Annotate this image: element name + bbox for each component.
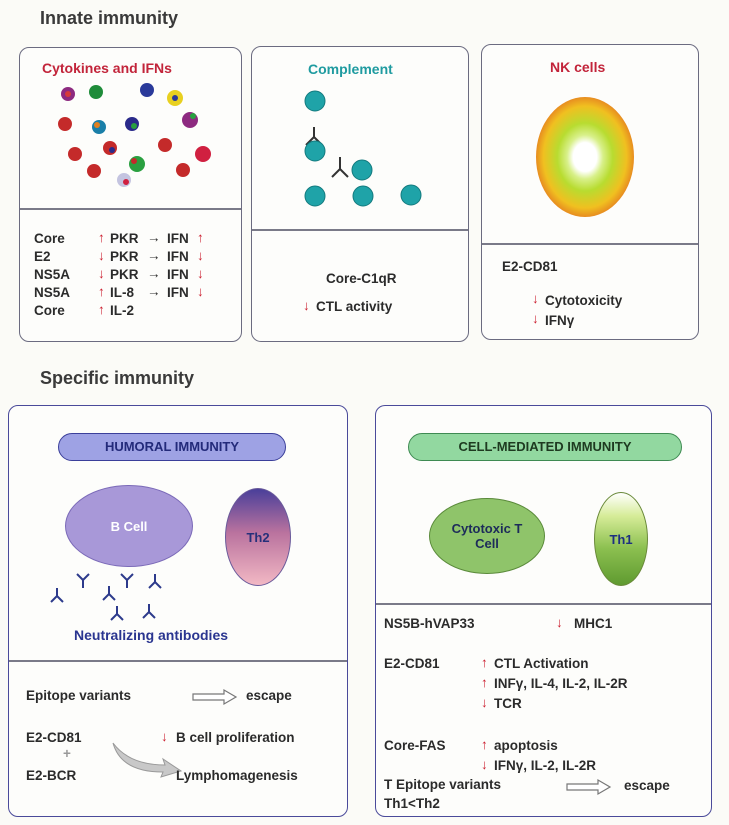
up-arrow-icon: ↑ <box>98 302 105 317</box>
cyto-row2-right: IFN <box>167 249 189 264</box>
down-arrow-icon: ↓ <box>303 298 310 313</box>
cell-mediated-panel: CELL-MEDIATED IMMUNITY Cytotoxic T Cell … <box>375 405 712 817</box>
down-arrow-icon: ↓ <box>532 291 539 306</box>
right-arrow-icon: → <box>147 248 161 263</box>
neutralizing-antibodies-label: Neutralizing antibodies <box>74 627 229 643</box>
up-arrow-icon: ↑ <box>98 230 105 245</box>
innate-immunity-heading: Innate immunity <box>40 8 179 28</box>
cyto-row3-left: NS5A <box>34 267 71 282</box>
b-cell-proliferation-label: B cell proliferation <box>176 730 295 745</box>
escape-label: escape <box>246 688 292 703</box>
cyto-row5-mid: IL-2 <box>110 303 135 318</box>
plus-sign: + <box>63 746 71 761</box>
curved-arrow-icon <box>112 742 183 778</box>
up-arrow-icon: ↑ <box>481 737 488 752</box>
cyto-row5-left: Core <box>34 303 65 318</box>
open-arrow-icon <box>192 688 238 706</box>
up-arrow-icon: ↑ <box>98 284 105 299</box>
t-epitope-variants-label: T Epitope variants <box>384 777 502 792</box>
ns5b-hvap33-label: NS5B-hVAP33 <box>384 616 475 631</box>
ctl-activity-label: CTL activity <box>316 299 393 314</box>
humoral-e2cd81-label: E2-CD81 <box>26 730 82 745</box>
ctl-activation-label: CTL Activation <box>494 656 589 671</box>
down-arrow-icon: ↓ <box>532 311 539 326</box>
humoral-immunity-pill: HUMORAL IMMUNITY <box>58 433 286 461</box>
nk-cell-graphic <box>536 97 634 217</box>
lymphomagenesis-label: Lymphomagenesis <box>176 768 298 783</box>
infg-cytokines-label: INFγ, IL-4, IL-2, IL-2R <box>494 676 628 691</box>
core-c1qr-label: Core-C1qR <box>326 271 397 286</box>
cyto-row4-right: IFN <box>167 285 189 300</box>
cytokines-title: Cytokines and IFNs <box>42 60 172 76</box>
specific-immunity-heading: Specific immunity <box>40 368 195 388</box>
right-arrow-icon: → <box>147 284 161 299</box>
cyto-row3-mid: PKR <box>110 267 139 282</box>
cytotoxic-t-cell: Cytotoxic T Cell <box>429 498 545 574</box>
down-arrow-icon: ↓ <box>197 248 204 263</box>
core-fas-label: Core-FAS <box>384 738 446 753</box>
cyto-row1-mid: PKR <box>110 231 139 246</box>
cytokines-divider <box>20 208 241 210</box>
ifng-cytokines-label: IFNγ, IL-2, IL-2R <box>494 758 597 773</box>
cyto-row2-left: E2 <box>34 249 51 264</box>
cytokines-panel: Cytokines and IFNs Core ↑ PKR → IFN ↑ E2… <box>19 47 242 342</box>
complement-panel: Complement Core-C1qR ↓ CTL activity <box>251 46 469 342</box>
down-arrow-icon: ↓ <box>98 266 105 281</box>
apoptosis-label: apoptosis <box>494 738 558 753</box>
nk-divider <box>482 243 698 245</box>
th1-th2-label: Th1<Th2 <box>384 796 440 811</box>
down-arrow-icon: ↓ <box>161 729 168 744</box>
complement-divider <box>252 229 468 231</box>
down-arrow-icon: ↓ <box>197 266 204 281</box>
cytokine-dots <box>58 83 211 187</box>
down-arrow-icon: ↓ <box>556 615 563 630</box>
complement-title: Complement <box>308 61 393 77</box>
epitope-variants-label: Epitope variants <box>26 688 132 703</box>
cyto-row3-right: IFN <box>167 267 189 282</box>
nk-cells-title: NK cells <box>550 59 606 75</box>
th2-cell: Th2 <box>225 488 291 586</box>
cytotoxicity-label: Cytotoxicity <box>545 293 623 308</box>
down-arrow-icon: ↓ <box>481 757 488 772</box>
cell-mediated-immunity-pill: CELL-MEDIATED IMMUNITY <box>408 433 682 461</box>
antibody-icons <box>50 573 162 621</box>
up-arrow-icon: ↑ <box>197 230 204 245</box>
open-arrow-icon <box>566 778 612 796</box>
cell-mediated-divider <box>376 603 711 605</box>
down-arrow-icon: ↓ <box>197 284 204 299</box>
ifng-label: IFNγ <box>545 313 575 328</box>
th1-cell: Th1 <box>594 492 648 586</box>
cyto-row1-left: Core <box>34 231 65 246</box>
down-arrow-icon: ↓ <box>98 248 105 263</box>
cellmed-e2cd81-label: E2-CD81 <box>384 656 440 671</box>
b-cell: B Cell <box>65 485 193 567</box>
e2-bcr-label: E2-BCR <box>26 768 77 783</box>
mhc1-label: MHC1 <box>574 616 613 631</box>
cyto-row1-right: IFN <box>167 231 189 246</box>
nk-cells-panel: NK cells E2-CD81 ↓ Cytotoxicity ↓ IFNγ <box>481 44 699 340</box>
humoral-panel: HUMORAL IMMUNITY B Cell Th2 Neutralizing… <box>8 405 348 817</box>
cyto-row4-mid: IL-8 <box>110 285 135 300</box>
right-arrow-icon: → <box>147 230 161 245</box>
down-arrow-icon: ↓ <box>481 695 488 710</box>
cellmed-escape-label: escape <box>624 778 670 793</box>
up-arrow-icon: ↑ <box>481 655 488 670</box>
cyto-row2-mid: PKR <box>110 249 139 264</box>
humoral-divider <box>9 660 347 662</box>
cyto-row4-left: NS5A <box>34 285 71 300</box>
right-arrow-icon: → <box>147 266 161 281</box>
up-arrow-icon: ↑ <box>481 675 488 690</box>
nk-e2cd81-label: E2-CD81 <box>502 259 558 274</box>
complement-molecules <box>304 90 422 207</box>
tcr-label: TCR <box>494 696 522 711</box>
